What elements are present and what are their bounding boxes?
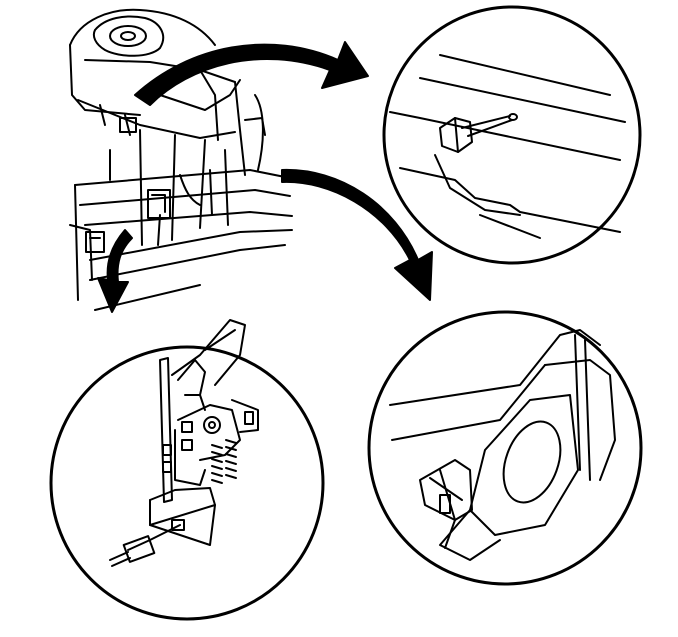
arrow-to-bottom-right — [281, 168, 433, 301]
arrow-to-top-right — [134, 41, 369, 106]
detail-top-right — [382, 5, 642, 265]
arrow-to-bottom-left — [97, 229, 133, 313]
detail-bottom-right — [367, 310, 643, 586]
main-vehicle-view — [69, 8, 293, 311]
detail-bottom-left — [49, 319, 325, 621]
